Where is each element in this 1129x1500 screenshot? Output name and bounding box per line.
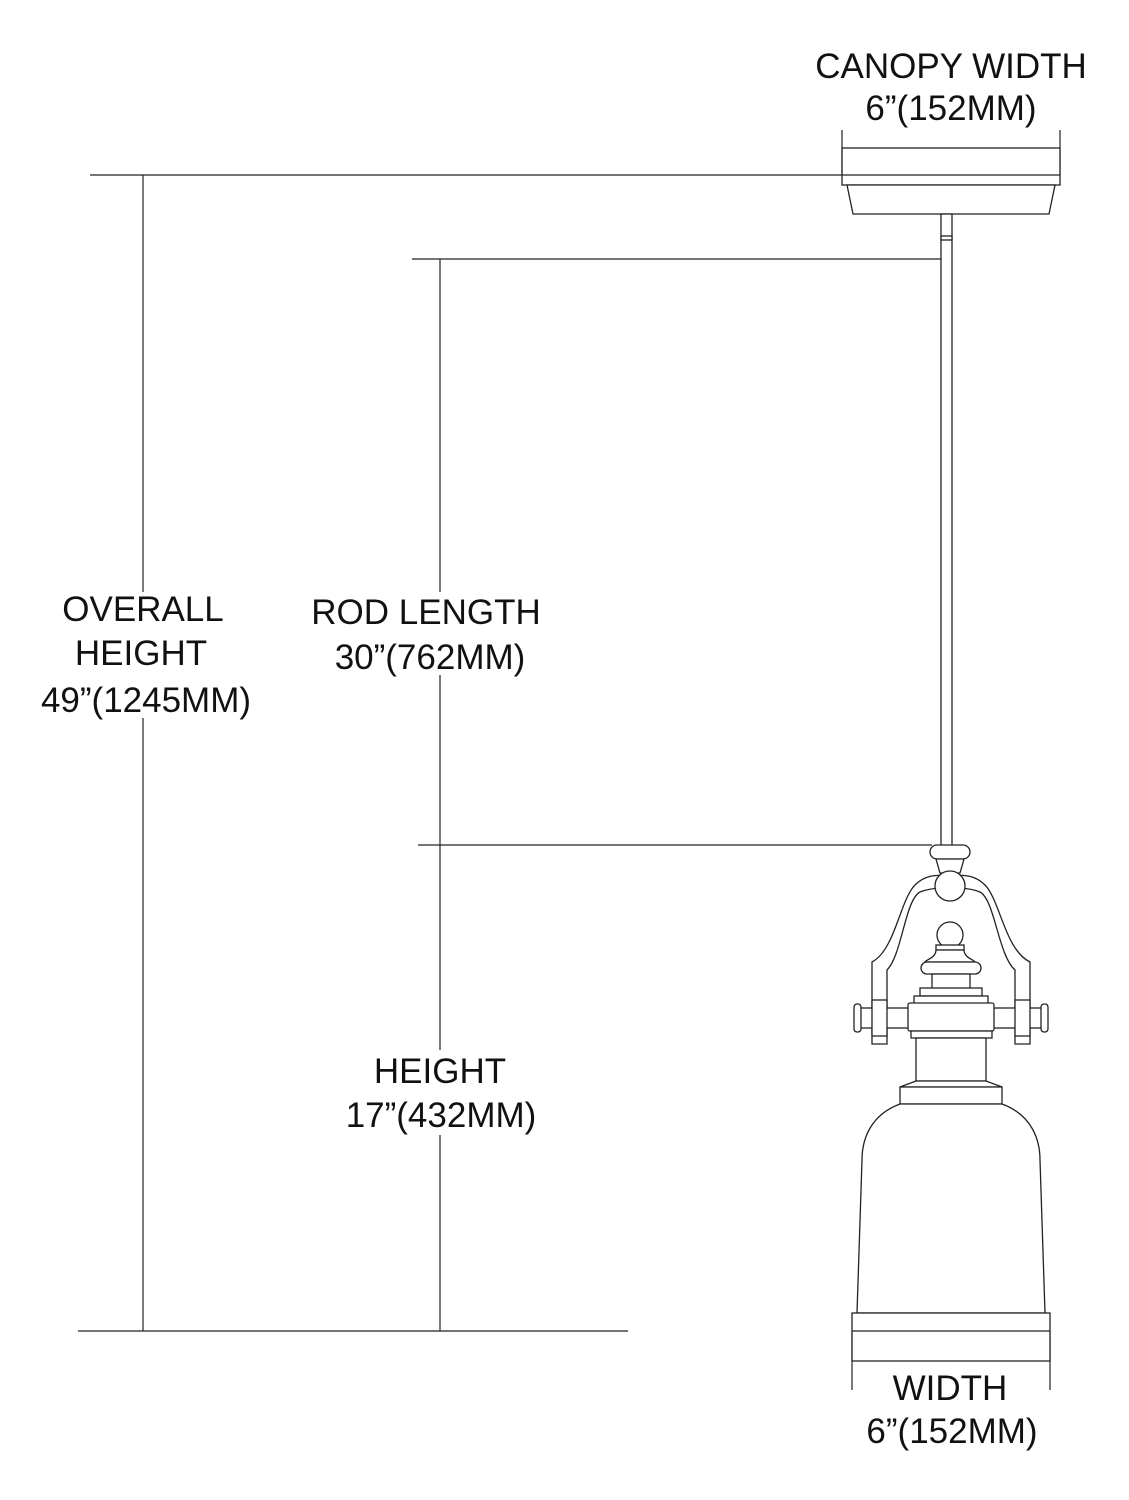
rod xyxy=(940,213,953,847)
canopy xyxy=(841,147,1061,215)
rod-length-label: ROD LENGTH xyxy=(311,593,540,632)
height-label: HEIGHT xyxy=(374,1052,506,1091)
rod-length-value: 30”(762MM) xyxy=(335,638,526,677)
width-label: WIDTH xyxy=(893,1369,1008,1408)
lamp-fixture xyxy=(851,844,1051,1362)
overall-height-value: 49”(1245MM) xyxy=(41,681,251,720)
overall-height-label-line2: HEIGHT xyxy=(75,634,207,673)
canopy-width-label: CANOPY WIDTH xyxy=(815,47,1087,86)
height-value: 17”(432MM) xyxy=(346,1096,537,1135)
canopy-width-value: 6”(152MM) xyxy=(865,89,1036,128)
overall-height-label-line1: OVERALL xyxy=(62,590,223,629)
width-value: 6”(152MM) xyxy=(866,1412,1037,1451)
